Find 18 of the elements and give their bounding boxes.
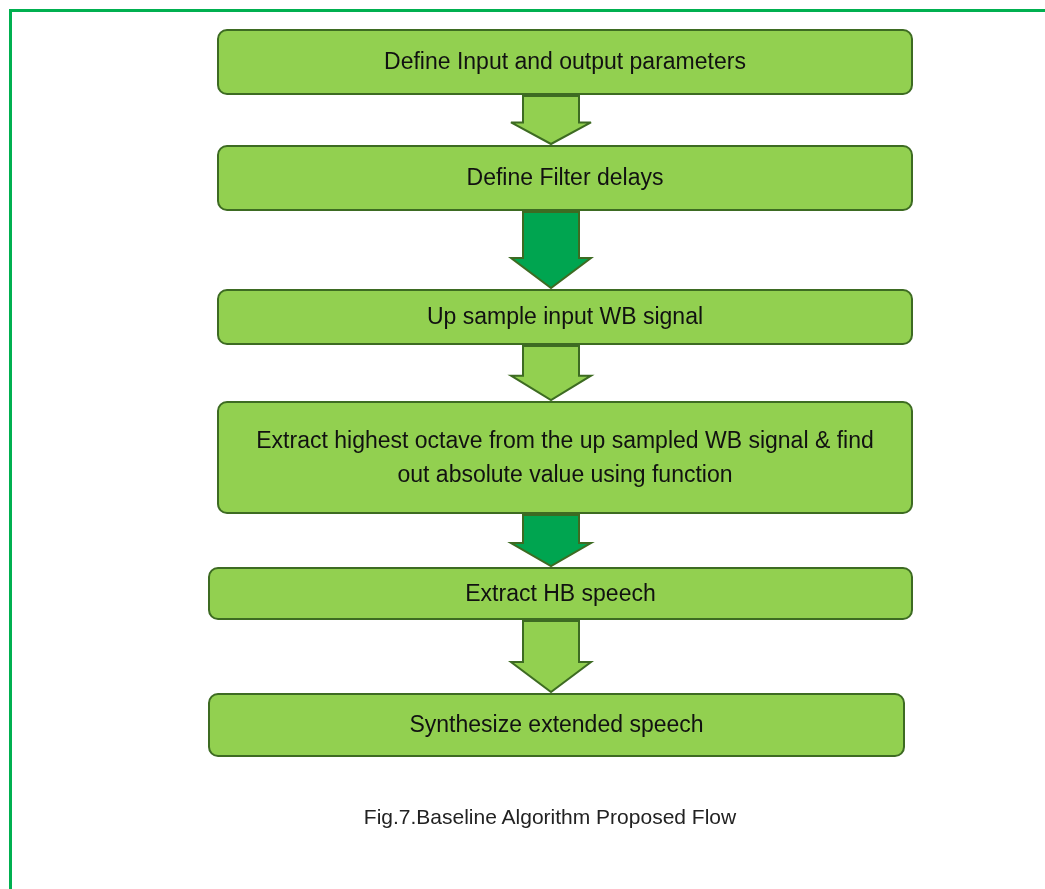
process-label: Up sample input WB signal — [426, 302, 704, 332]
process-box — [217, 401, 913, 514]
figure-caption: Fig.7.Baseline Algorithm Proposed Flow — [362, 805, 738, 829]
process-label: Synthesize extended speech — [409, 710, 704, 740]
process-box — [208, 693, 905, 757]
block-arrow — [507, 514, 595, 568]
block-arrow — [510, 95, 592, 146]
block-arrow — [507, 345, 595, 402]
block-arrow — [508, 620, 594, 694]
block-arrow — [508, 211, 594, 290]
process-label: Define Filter delays — [466, 163, 664, 193]
process-label: Extract HB speech — [465, 578, 656, 608]
process-box — [217, 289, 913, 345]
process-box — [208, 567, 913, 620]
process-label: Define Input and output parameters — [384, 47, 746, 77]
process-box — [217, 145, 913, 211]
process-box — [217, 29, 913, 95]
process-label: Extract highest octave from the up sampled WB signal & find out absolute value using function — [255, 426, 875, 489]
